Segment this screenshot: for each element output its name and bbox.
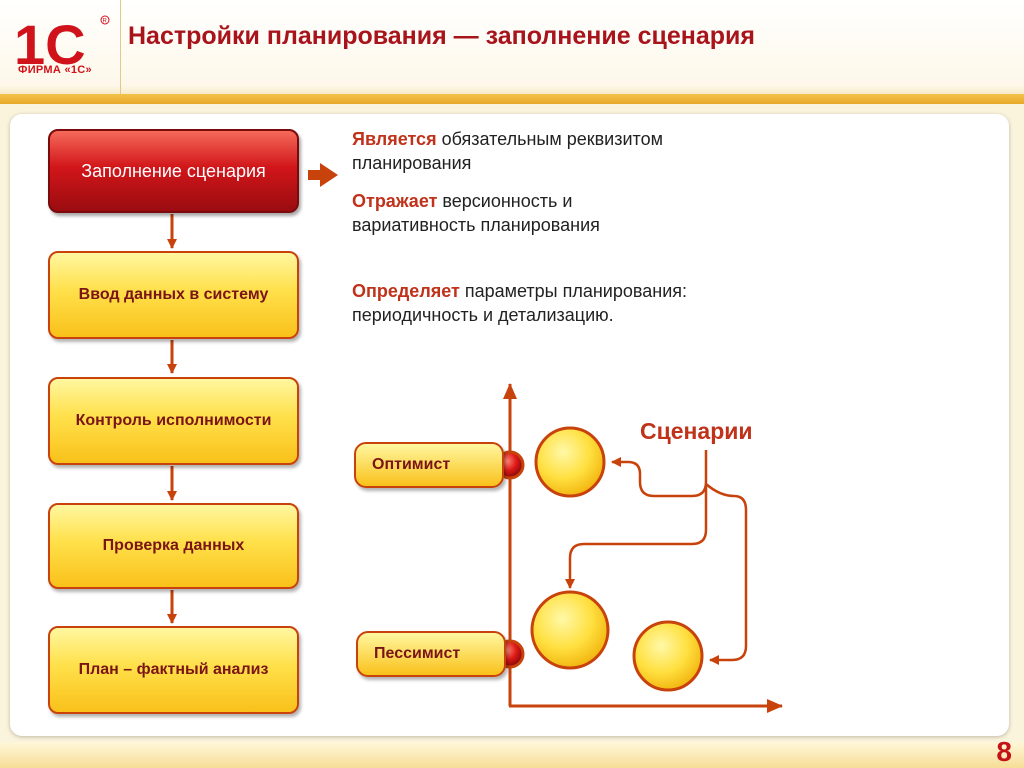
header-divider [120, 0, 121, 94]
svg-text:R: R [103, 19, 108, 25]
description-1: Является обязательным реквизитом планиро… [352, 127, 782, 175]
logo-1c-icon: 1С R [14, 13, 110, 76]
scenario-circle [530, 590, 610, 670]
step-data-entry[interactable]: Ввод данных в систему [48, 251, 299, 339]
description-2: Отражает версионность и вариативность пл… [352, 189, 652, 237]
description-text: обязательным реквизитом планирования [352, 129, 663, 173]
scenarios-title: Сценарии [640, 418, 753, 444]
description-text: версионность и вариативность планировани… [352, 191, 600, 235]
scenario-circle [534, 426, 606, 498]
scenario-circle [632, 620, 704, 692]
logo-caption: ФИРМА «1С» [18, 64, 92, 76]
footer-band [0, 742, 1024, 768]
page-title: Настройки планирования — заполнение сцен… [128, 22, 755, 50]
header-band [0, 94, 1024, 104]
scenario-connector [705, 483, 748, 665]
scenario-pessimist-label[interactable]: Пессимист [356, 631, 506, 677]
description-3: Определяет параметры планирования: перио… [352, 279, 702, 327]
step-fill-scenario[interactable]: Заполнение сценария [48, 129, 299, 213]
description-text: параметры планирования: периодичность и … [352, 281, 687, 325]
step-plan-fact-analysis[interactable]: План – фактный анализ [48, 626, 299, 714]
logo-text: 1С [14, 13, 86, 76]
step-data-check[interactable]: Проверка данных [48, 503, 299, 589]
description-keyword: Отражает [352, 191, 438, 211]
description-keyword: Определяет [352, 281, 460, 301]
step-feasibility-control[interactable]: Контроль исполнимости [48, 377, 299, 465]
scenario-connector [611, 450, 708, 498]
header [0, 0, 1024, 100]
scenario-optimist-label[interactable]: Оптимист [354, 442, 504, 488]
pointer-arrow-icon [308, 163, 338, 187]
description-keyword: Является [352, 129, 437, 149]
page-number: 8 [996, 736, 1012, 767]
scenario-connector [565, 484, 708, 589]
